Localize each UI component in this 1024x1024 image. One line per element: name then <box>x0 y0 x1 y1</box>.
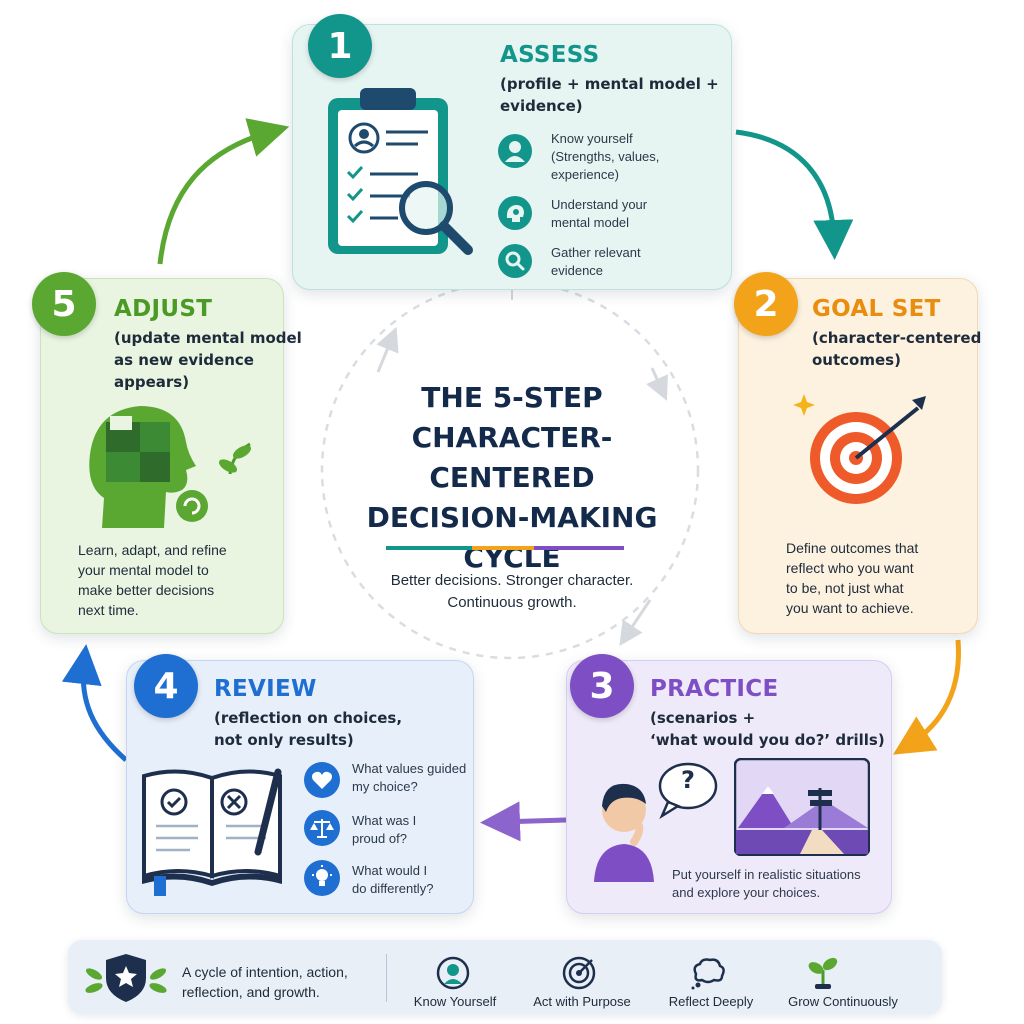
adjust-subtitle-3: appears) <box>114 373 190 391</box>
goal-subtitle-2: outcomes) <box>812 351 901 369</box>
assess-item-3-line1: Gather relevant <box>551 245 641 260</box>
assess-item-1-line3: experience) <box>551 167 619 182</box>
arrow-adjust-to-assess <box>157 118 290 265</box>
center-title-line1: THE 5-STEP <box>421 381 603 414</box>
assess-subtitle-2: evidence) <box>500 97 583 115</box>
goal-title: GOAL SET <box>812 296 941 322</box>
assess-item-1-line1: Know yourself <box>551 131 633 146</box>
center-tagline-2: Continuous growth. <box>447 594 577 611</box>
assess-item-2-line2: mental model <box>551 215 630 230</box>
center-tagline-1: Better decisions. Stronger character. <box>390 572 634 589</box>
clipboard-icon <box>328 88 473 255</box>
mountain-path-icon <box>734 758 870 856</box>
color-divider <box>386 546 624 550</box>
review-item-3-line1: What would I <box>352 863 428 878</box>
arrow-goal-to-practice <box>893 639 962 755</box>
adjust-desc-2: your mental model to <box>78 562 209 578</box>
assess-item-1-line2: (Strengths, values, <box>551 149 660 164</box>
thought-bubble-icon <box>658 762 718 820</box>
footer-bar <box>68 940 942 1014</box>
goal-desc-4: you want to achieve. <box>786 600 914 616</box>
review-item-3-line2: do differently? <box>352 881 434 896</box>
assess-item-2-line1: Understand your <box>551 197 648 212</box>
review-title: REVIEW <box>214 676 317 702</box>
footer-item-reflect-deeply: Reflect Deeply <box>668 994 754 1009</box>
footer-item-grow-continuously: Grow Continuously <box>788 994 898 1009</box>
practice-subtitle-2: ‘what would you do?’ drills) <box>650 731 885 749</box>
step-number-practice: 3 <box>570 654 634 718</box>
goal-desc-1: Define outcomes that <box>786 540 919 556</box>
review-subtitle-2: not only results) <box>214 731 354 749</box>
head-puzzle-icon <box>89 406 252 528</box>
scales-icon <box>304 810 340 846</box>
footer-item-act-with-purpose: Act with Purpose <box>533 994 631 1009</box>
thinking-person-icon <box>594 783 654 882</box>
adjust-title: ADJUST <box>114 296 213 322</box>
review-item-2-line1: What was I <box>352 813 417 828</box>
center-tagline: Better decisions. Stronger character. Co… <box>352 570 672 614</box>
goal-desc-2: reflect who you want <box>786 560 914 576</box>
review-subtitle-1: (reflection on choices, <box>214 709 403 727</box>
goal-subtitle-1: (character-centered <box>812 329 982 347</box>
center-title: THE 5-STEP CHARACTER-CENTERED DECISION-M… <box>332 378 692 578</box>
practice-desc-2: and explore your choices. <box>672 885 821 900</box>
step-number-goal: 2 <box>734 272 798 336</box>
practice-title: PRACTICE <box>650 676 779 702</box>
review-item-1-line1: What values guided <box>352 761 467 776</box>
journal-icon <box>142 768 282 896</box>
target-icon <box>562 956 596 990</box>
arrow-review-to-adjust <box>61 644 128 762</box>
lightbulb-icon <box>304 860 340 896</box>
magnifier-icon <box>498 244 532 278</box>
assess-subtitle-1: (profile + mental model + <box>500 75 719 93</box>
person-icon <box>498 134 532 168</box>
adjust-subtitle-2: as new evidence <box>114 351 254 369</box>
practice-subtitle-1: (scenarios + <box>650 709 756 727</box>
review-item-2-line2: proud of? <box>352 831 407 846</box>
adjust-desc-1: Learn, adapt, and refine <box>78 542 227 558</box>
person-icon <box>436 956 470 990</box>
adjust-desc-3: make better decisions <box>78 582 215 598</box>
center-title-line2: CHARACTER-CENTERED <box>411 421 613 494</box>
assess-title: ASSESS <box>500 42 600 68</box>
adjust-subtitle-1: (update mental model <box>114 329 302 347</box>
step-number-assess: 1 <box>308 14 372 78</box>
footer-divider <box>386 954 387 1002</box>
step-number-adjust: 5 <box>32 272 96 336</box>
center-title-line3: DECISION-MAKING <box>366 501 658 534</box>
footer-motto-1: A cycle of intention, action, <box>182 964 348 980</box>
bubble-question-mark: ? <box>681 766 695 794</box>
heart-icon <box>304 762 340 798</box>
assess-item-3-line2: evidence <box>551 263 604 278</box>
target-icon <box>793 394 926 504</box>
shield-star-icon <box>85 954 167 1002</box>
practice-desc-1: Put yourself in realistic situations <box>672 867 861 882</box>
brain-gear-icon <box>498 196 532 230</box>
sprout-icon <box>808 957 838 989</box>
footer-motto-2: reflection, and growth. <box>182 984 320 1000</box>
arrow-practice-to-review <box>480 801 567 842</box>
goal-desc-3: to be, not just what <box>786 580 904 596</box>
step-number-review: 4 <box>134 654 198 718</box>
adjust-desc-4: next time. <box>78 602 139 618</box>
thought-bubble-icon <box>691 958 725 990</box>
arrow-assess-to-goal <box>735 129 854 260</box>
footer-item-know-yourself: Know Yourself <box>413 994 497 1009</box>
review-item-1-line2: my choice? <box>352 779 418 794</box>
